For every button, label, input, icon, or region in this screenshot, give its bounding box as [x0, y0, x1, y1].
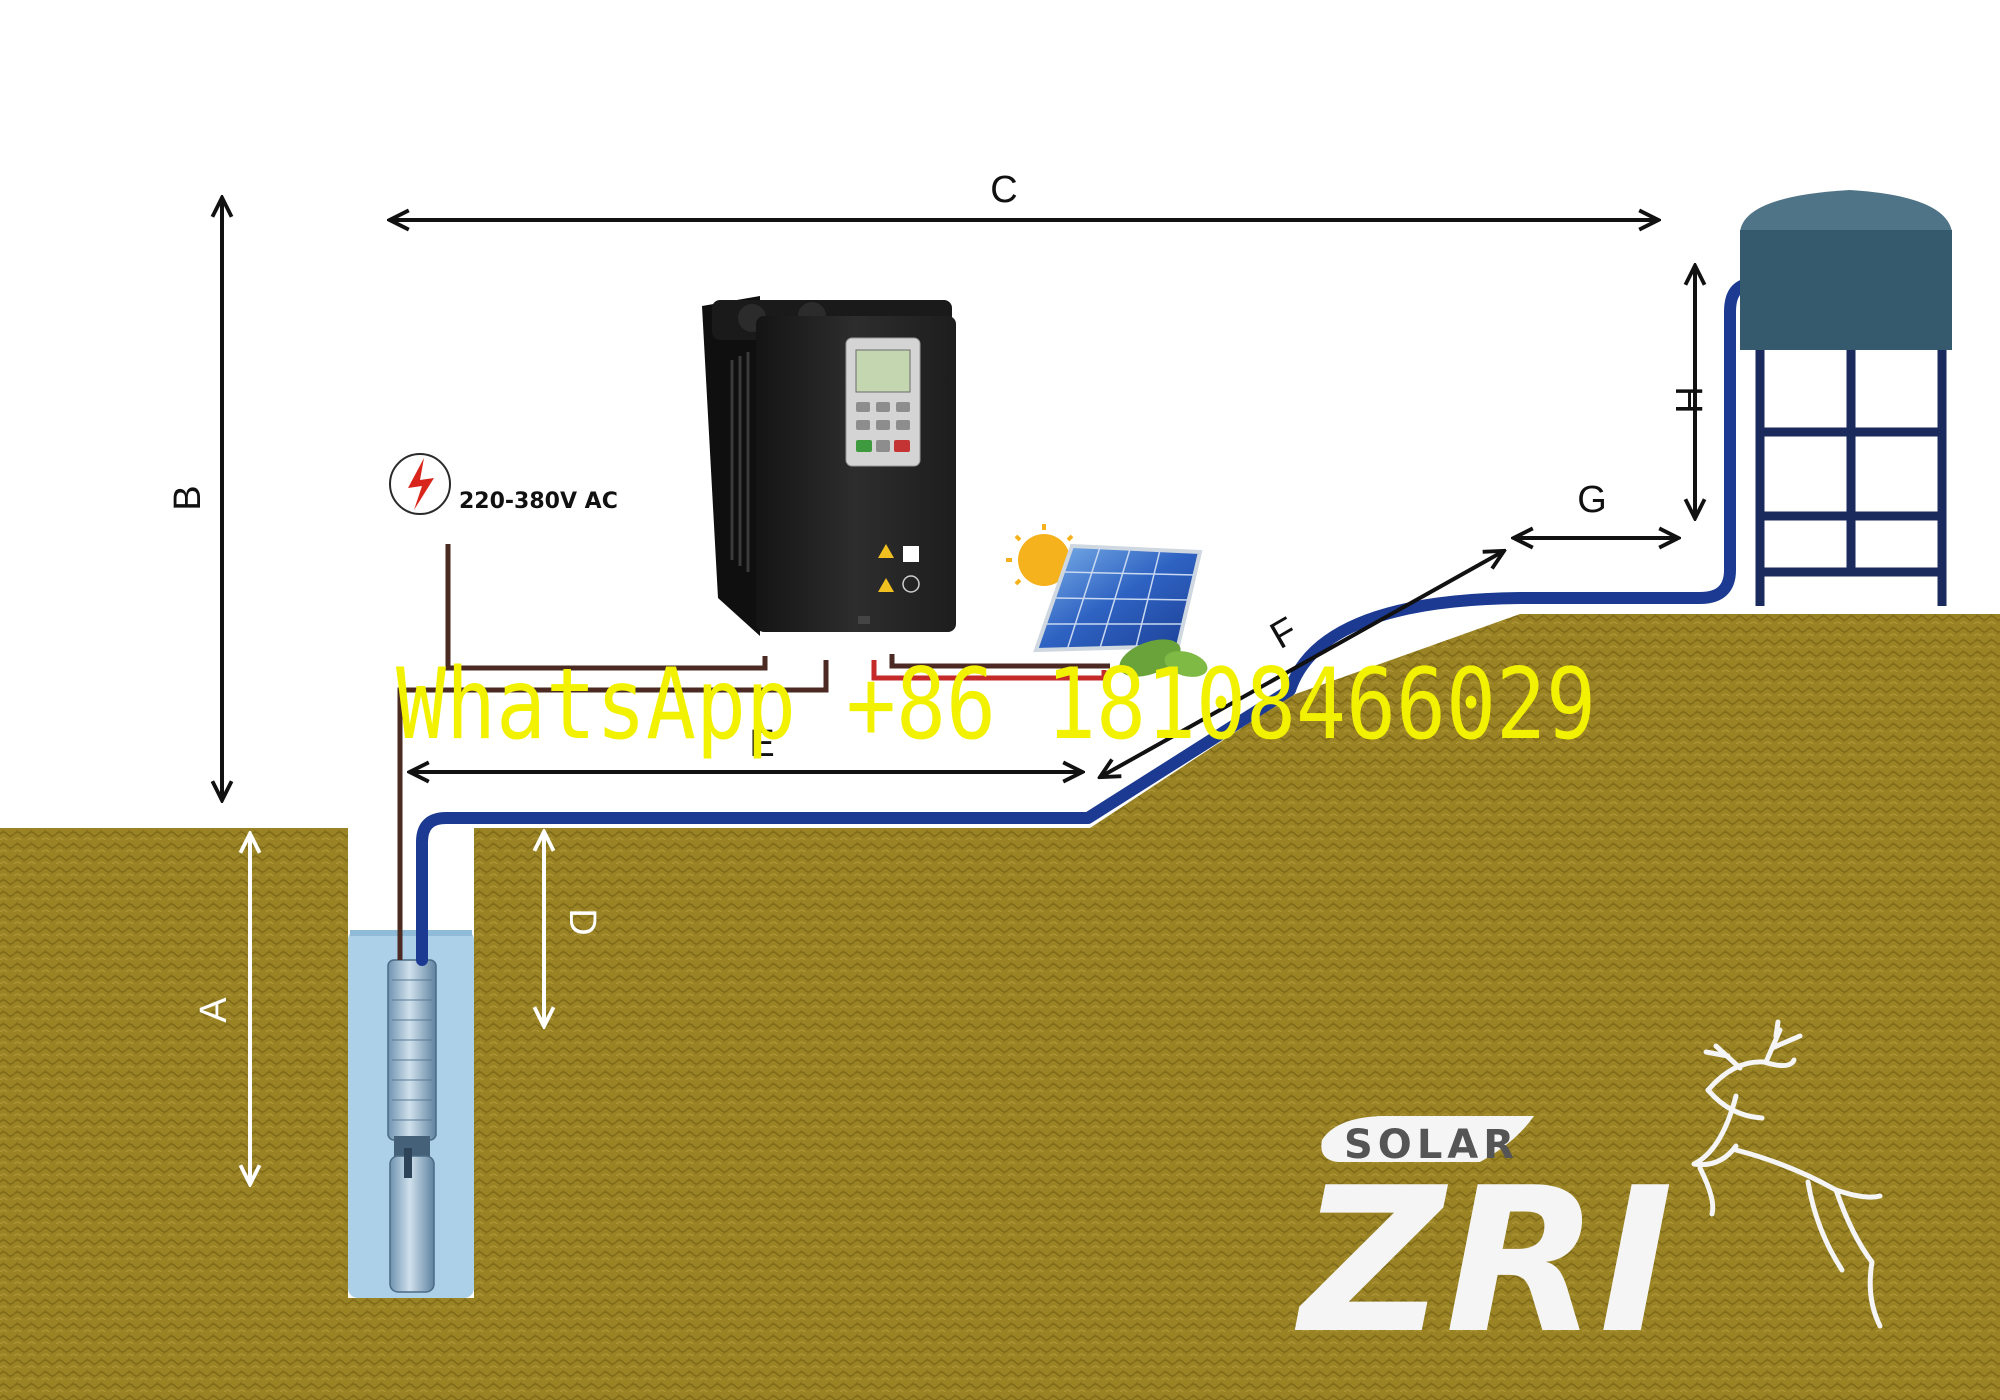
solar-pump-inverter [702, 296, 956, 636]
logo-brand-text: ZRI [1294, 1145, 1673, 1378]
vfd-keys [856, 402, 910, 452]
water-tank [1740, 230, 1952, 350]
label-d: D [561, 908, 603, 935]
label-c: C [990, 169, 1017, 211]
label-a: A [193, 997, 235, 1023]
deer-icon [1691, 1019, 1883, 1329]
dimension-arrow-f [1102, 552, 1502, 776]
zri-solar-logo: SOLAR ZRI [1294, 1019, 1883, 1378]
label-h: H [1667, 386, 1709, 413]
logo-solar-text: SOLAR [1344, 1122, 1519, 1168]
label-b: B [167, 485, 209, 510]
warning-icon [878, 544, 894, 592]
dimension-lines [222, 200, 1695, 1182]
label-g: G [1577, 479, 1607, 521]
lightning-icon [389, 453, 451, 515]
sun-icon [1006, 524, 1074, 586]
solar-cable-brown [889, 654, 1110, 669]
ground-soil [0, 614, 2000, 1400]
pump-motor-cable [397, 660, 829, 960]
ac-supply-cable [445, 544, 768, 671]
submersible-pump [387, 959, 437, 1293]
ac-voltage-label: 220-380V AC [459, 489, 618, 514]
ac-power-supply: 220-380V AC [389, 453, 618, 515]
tank-roof [1740, 190, 1952, 232]
vfd-lcd-display [855, 349, 911, 393]
whatsapp-watermark: WhatsApp +86 18108466029 [396, 648, 1596, 762]
label-e: E [749, 723, 774, 765]
water-tower [1740, 190, 1952, 606]
